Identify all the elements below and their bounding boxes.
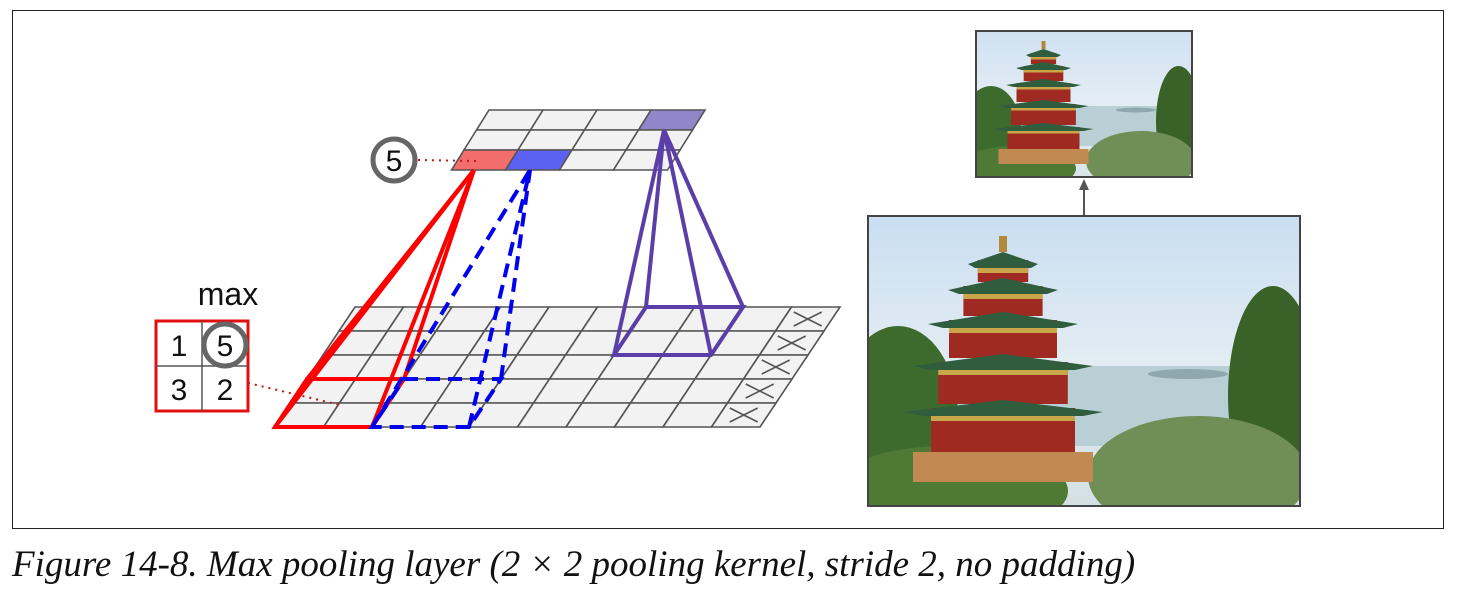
pagoda-base [913, 452, 1093, 482]
pagoda-roof [993, 123, 1094, 131]
blue-projection-line [467, 169, 532, 428]
blue-projection-line [370, 168, 532, 429]
output-value-circle [370, 136, 418, 184]
kernel-link-dotted [247, 382, 341, 406]
pooled-image-small [975, 30, 1193, 178]
max-highlight-circle [201, 321, 249, 369]
kernel-value-2: 5 [217, 330, 234, 363]
pagoda-roof [1006, 79, 1081, 87]
output-value-callout: 5 [370, 136, 477, 184]
pooling-windows [271, 129, 747, 429]
input-feature-map [273, 306, 842, 428]
pagoda-roof [948, 278, 1058, 294]
purple-projection-line [662, 129, 745, 308]
pagoda-finial [999, 236, 1007, 252]
dropped-cell-x-mark [777, 335, 807, 351]
pagoda-trim [1023, 70, 1064, 73]
pagoda-roof [1016, 62, 1071, 70]
purple-projection-line [662, 129, 713, 356]
pagoda-trim [1007, 131, 1080, 134]
purple-projection-line [612, 129, 666, 356]
output-value: 5 [386, 145, 403, 178]
output-link-dotted [417, 159, 477, 162]
pagoda-trim [963, 294, 1043, 299]
arrow-up [1079, 179, 1089, 215]
pagoda-finial [1041, 41, 1046, 49]
figure-caption: Figure 14-8. Max pooling layer (2 × 2 po… [12, 544, 1136, 585]
pagoda-roof [998, 100, 1089, 108]
kernel-value-4: 2 [217, 374, 234, 407]
blue-projection-line [499, 169, 532, 380]
pagoda-base [998, 149, 1089, 164]
pagoda-roof [903, 400, 1103, 416]
pagoda-roof [928, 312, 1078, 328]
pagoda-trim [931, 416, 1075, 421]
red-projection-line [402, 169, 476, 380]
pagoda-trim [1030, 57, 1057, 60]
max-label: max [198, 276, 258, 312]
purple-projection-line [644, 129, 666, 308]
input-image-large [867, 215, 1301, 507]
kernel-detail: 1 5 3 2 max [154, 276, 341, 413]
dropped-cell-x-mark [729, 407, 759, 423]
pagoda-trim [1016, 87, 1071, 90]
island [1148, 369, 1228, 379]
dropped-cell-x-mark [745, 383, 775, 399]
pagoda-roof [968, 252, 1038, 268]
pagoda-trim [1011, 108, 1076, 111]
output-cell [637, 109, 707, 131]
kernel-value-1: 1 [171, 330, 188, 363]
island [1116, 107, 1156, 113]
trees-front-right [1088, 416, 1300, 506]
kernel-value-3: 3 [171, 374, 188, 407]
pagoda-roof [1026, 49, 1061, 57]
pagoda-trim [949, 328, 1057, 333]
dropped-cell-x-mark [761, 359, 791, 375]
pagoda-trim [977, 268, 1029, 273]
pagoda-roof [913, 354, 1093, 370]
dropped-cell-x-mark [793, 311, 823, 327]
red-projection-line [273, 168, 476, 429]
trees-front-right [1086, 131, 1192, 177]
pagoda-trim [938, 370, 1068, 375]
red-projection-line [370, 169, 476, 428]
